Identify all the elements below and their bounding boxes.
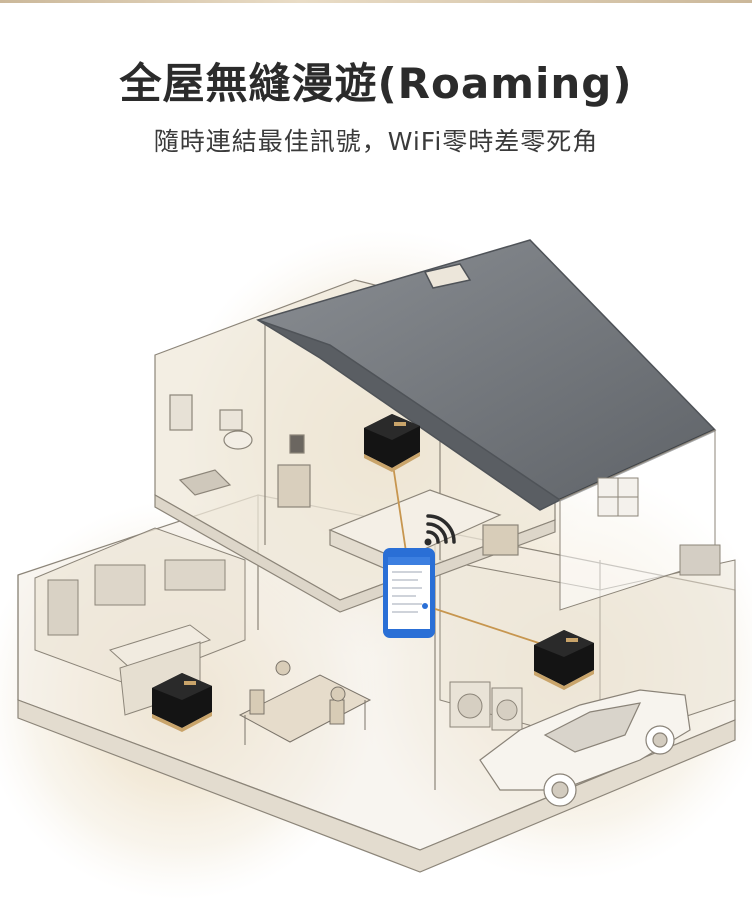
smartphone [383, 548, 435, 638]
mesh-router-kitchen [152, 673, 212, 732]
side-wall [559, 429, 721, 611]
mesh-router-upstairs [364, 414, 420, 472]
wifi-signal-icon [424, 514, 456, 546]
roof [256, 239, 717, 511]
mesh-router-garage [534, 630, 594, 690]
page-title: 全屋無縫漫遊(Roaming) [119, 59, 633, 108]
car [479, 689, 691, 807]
dining-room [238, 660, 372, 745]
ac-unit [679, 544, 721, 576]
page-subtitle: 隨時連結最佳訊號，WiFi零時差零死角 [153, 127, 599, 156]
top-divider [0, 0, 752, 3]
